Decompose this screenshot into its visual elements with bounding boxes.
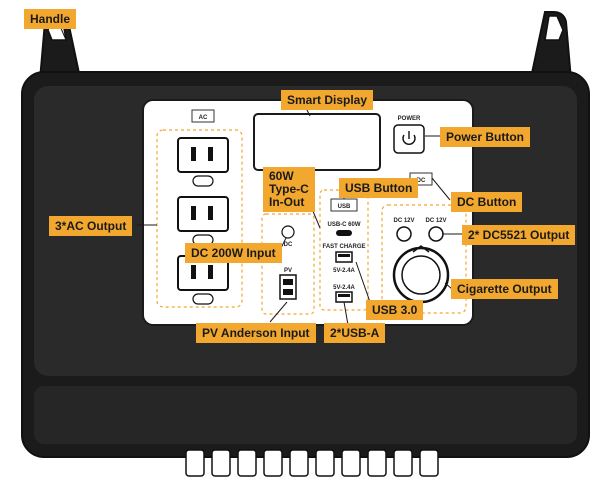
usb-a-1-label: 5V-2.4A <box>333 268 355 274</box>
callout-usb-a: 2*USB-A <box>324 323 386 343</box>
power-icon <box>402 134 416 145</box>
ac-outlet-group <box>156 129 243 308</box>
dc5521-port-right[interactable] <box>428 226 444 242</box>
usb-c-label: USB-C 60W <box>327 222 360 228</box>
callout-power-button: Power Button <box>440 127 530 147</box>
callout-usb-button: USB Button <box>339 178 419 198</box>
dc-button-label: DC <box>417 178 426 184</box>
dc-12v-right-label: DC 12V <box>425 218 446 224</box>
callout-smart-display: Smart Display <box>281 90 374 110</box>
dc-input-label: DC <box>284 242 293 248</box>
usb-button-label: USB <box>338 204 351 210</box>
dc5521-port-left[interactable] <box>396 226 412 242</box>
callout-dc5521-output: 2* DC5521 Output <box>462 225 576 245</box>
ac-outlet-2[interactable] <box>177 196 229 246</box>
bottom-vents <box>185 449 439 477</box>
ac-outlet-3[interactable] <box>177 255 229 305</box>
dc-output-group <box>381 204 467 314</box>
fast-charge-label: FAST CHARGE <box>322 244 365 250</box>
callout-cigarette-output: Cigarette Output <box>451 279 558 299</box>
callout-type-c-line1: 60W <box>269 169 294 183</box>
cigarette-port-inner <box>401 255 441 295</box>
callout-usb-3: USB 3.0 <box>366 300 424 320</box>
pv-anderson-port[interactable] <box>279 274 297 300</box>
dc-12v-left-label: DC 12V <box>393 218 414 224</box>
power-label: POWER <box>398 116 421 122</box>
callout-type-c-line2: Type-C <box>269 182 309 196</box>
pv-label: PV <box>284 268 292 274</box>
callout-handle: Handle <box>24 9 77 29</box>
callout-pv-anderson-input: PV Anderson Input <box>196 323 316 343</box>
smart-display-screen <box>253 113 381 171</box>
callout-dc-button: DC Button <box>451 192 523 212</box>
callout-dc-200w-input: DC 200W Input <box>185 243 282 263</box>
ac-outlet-1[interactable] <box>177 137 229 187</box>
lower-band <box>34 386 577 444</box>
usb-a-2-label: 5V-2.4A <box>333 285 355 291</box>
usb-a-port-2-contact <box>338 294 350 297</box>
dc-input-port[interactable] <box>281 225 295 239</box>
callout-ac-output: 3*AC Output <box>49 216 133 236</box>
usb-c-port[interactable] <box>336 230 352 236</box>
usb-a-port-1-contact <box>338 254 350 257</box>
input-group <box>261 213 315 315</box>
callout-type-c-line3: In-Out <box>269 195 305 209</box>
cigarette-port-cap <box>412 245 430 253</box>
ac-label-box <box>191 109 215 123</box>
right-handle-grip <box>544 15 564 41</box>
ac-label: AC <box>199 115 208 121</box>
callout-type-c: 60W Type-C In-Out <box>263 167 315 212</box>
